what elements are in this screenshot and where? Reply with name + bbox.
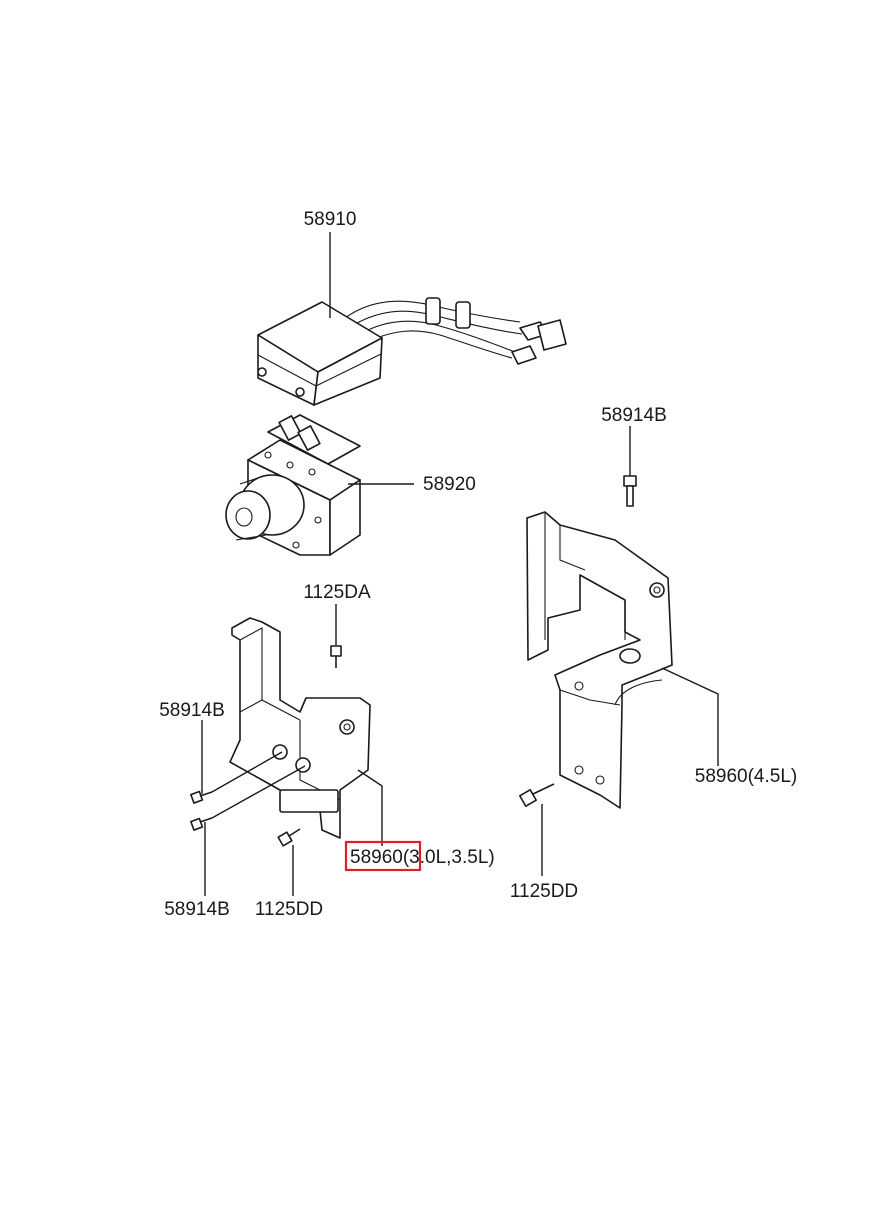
bolt-1125dd-right[interactable] [519,783,555,807]
leader-lines [201,232,719,896]
label-58960-large: 58960(4.5L) [695,766,797,787]
bracket-large[interactable] [526,511,673,809]
label-1125da: 1125DA [303,582,371,603]
label-58920: 58920 [423,474,476,495]
bolt-1125da[interactable] [330,645,342,668]
label-58914b-left-upper: 58914B [159,700,225,721]
label-1125dd-right: 1125DD [510,881,578,902]
label-58960-small: 58960(3.0L,3.5L) [350,847,495,868]
hecu-unit[interactable] [257,297,567,406]
label-58914b-right: 58914B [601,405,667,426]
hydraulic-modulator[interactable] [225,414,361,556]
bolt-58914b-left-lower[interactable] [190,817,213,831]
label-58914b-left-lower: 58914B [164,899,230,920]
highlight-box [344,840,422,872]
label-1125dd-lower: 1125DD [255,899,323,920]
label-58960-small-part: 58960 [350,847,403,868]
bolt-58914b-right[interactable] [623,475,637,507]
label-58960-small-suffix: (3.0L,3.5L) [403,847,495,868]
bracket-small[interactable] [229,617,371,839]
bolt-1125dd-lower[interactable] [277,828,301,847]
label-58910: 58910 [304,209,357,230]
bolt-58914b-left-upper[interactable] [190,790,213,804]
